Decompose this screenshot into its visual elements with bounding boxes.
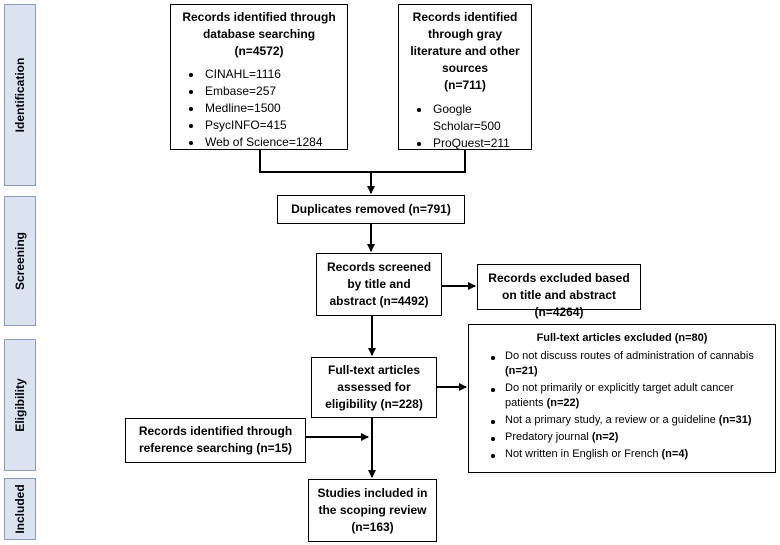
- reference-searching-box: Records identified through reference sea…: [125, 418, 306, 463]
- list-item: CINAHL=1116: [189, 66, 341, 83]
- studies-included-text: Studies included in the scoping review (…: [317, 486, 428, 534]
- records-screened-text: Records screened by title and abstract (…: [326, 260, 432, 308]
- exclusion-reason-text: Predatory journal: [505, 431, 592, 443]
- exclusion-reason-count: (n=31): [718, 414, 752, 426]
- phase-identification: Identification: [4, 4, 36, 186]
- list-item: Google Scholar=500: [417, 101, 525, 135]
- exclusion-reason-item: Not a primary study, a review or a guide…: [491, 413, 767, 428]
- list-item: Medline=1500: [189, 100, 341, 117]
- duplicates-removed-box: Duplicates removed (n=791): [277, 195, 465, 224]
- exclusion-reason-item: Do not discuss routes of administration …: [491, 349, 767, 379]
- list-item: Web of Science=1284: [189, 134, 341, 151]
- exclusion-reason-text: Do not primarily or explicitly target ad…: [505, 382, 734, 409]
- exclusion-reason-text: Not written in English or French: [505, 448, 662, 460]
- studies-included-box: Studies included in the scoping review (…: [308, 479, 437, 542]
- database-records-box: Records identified through database sear…: [170, 4, 348, 150]
- exclusion-reason-count: (n=4): [661, 448, 689, 460]
- exclusion-reason-text: Do not discuss routes of administration …: [505, 350, 754, 362]
- exclusion-reason-item: Not written in English or French (n=4): [491, 447, 767, 462]
- fulltext-assessed-text: Full-text articles assessed for eligibil…: [325, 363, 423, 411]
- excluded-title-abstract-text: Records excluded based on title and abst…: [488, 271, 630, 319]
- list-item: PsycINFO=415: [189, 117, 341, 134]
- exclusion-reason-count: (n=21): [505, 365, 538, 377]
- fulltext-assessed-box: Full-text articles assessed for eligibil…: [311, 357, 437, 418]
- list-item: ProQuest=211: [417, 135, 525, 152]
- phase-included: Included: [4, 478, 36, 540]
- phase-eligibility: Eligibility: [4, 339, 36, 471]
- database-records-title: Records identified through database sear…: [182, 10, 336, 58]
- exclusion-reason-list: Do not discuss routes of administration …: [477, 349, 767, 462]
- fulltext-excluded-title: Full-text articles excluded (n=80): [536, 332, 708, 344]
- list-item: Embase=257: [189, 83, 341, 100]
- exclusion-reason-text: Not a primary study, a review or a guide…: [505, 414, 719, 426]
- gray-literature-count: (n=711): [444, 78, 486, 92]
- duplicates-removed-text: Duplicates removed (n=791): [291, 202, 451, 216]
- exclusion-reason-item: Do not primarily or explicitly target ad…: [491, 381, 767, 411]
- phase-screening: Screening: [4, 196, 36, 326]
- excluded-title-abstract-box: Records excluded based on title and abst…: [477, 264, 641, 319]
- records-screened-box: Records screened by title and abstract (…: [316, 253, 442, 316]
- exclusion-reason-count: (n=2): [591, 431, 619, 443]
- gray-literature-box: Records identified through gray literatu…: [398, 4, 532, 150]
- fulltext-excluded-box: Full-text articles excluded (n=80) Do no…: [468, 324, 776, 473]
- reference-searching-text: Records identified through reference sea…: [138, 424, 293, 455]
- gray-literature-title: Records identified through gray literatu…: [410, 10, 520, 75]
- connector-database-to-merge: [259, 150, 466, 173]
- exclusion-reason-count: (n=22): [546, 397, 580, 409]
- exclusion-reason-item: Predatory journal (n=2): [491, 430, 767, 445]
